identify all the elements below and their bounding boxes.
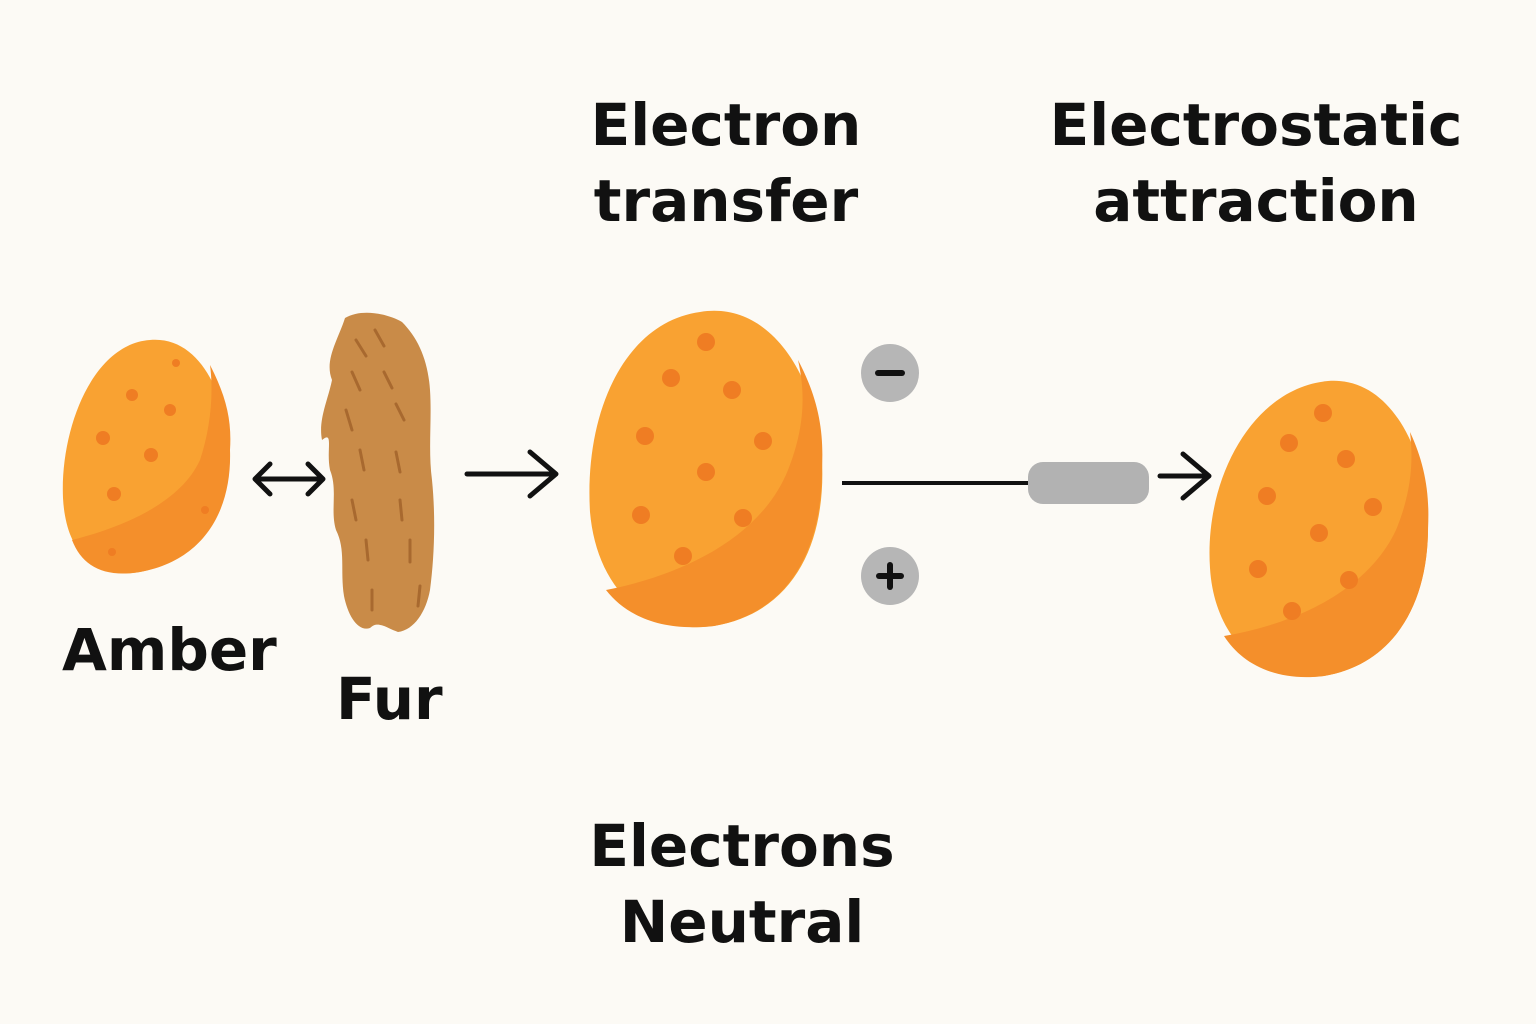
electrostatic-attraction-line-2: attraction <box>1093 167 1419 235</box>
amber-dots <box>96 359 209 556</box>
electrons-neutral-line-2: Neutral <box>619 888 865 956</box>
electrons-neutral-label: Electrons Neutral <box>572 808 912 960</box>
electron-transfer-line-1: Electron <box>590 91 862 159</box>
fur-strands <box>344 328 422 612</box>
negative-charge <box>861 344 919 402</box>
double-arrow <box>252 461 326 497</box>
electron-transfer-label: Electron transfer <box>576 87 876 239</box>
amber-piece-left <box>62 339 231 574</box>
electron-transfer-line-2: transfer <box>593 167 859 235</box>
positive-charge <box>861 547 919 605</box>
fur-piece <box>321 312 435 632</box>
amber-dots <box>632 333 772 565</box>
arrow-right-1 <box>464 449 559 499</box>
amber-piece-right <box>1209 380 1429 678</box>
electrostatic-attraction-line-1: Electrostatic <box>1049 91 1463 159</box>
fur-label: Fur <box>336 665 443 733</box>
arrow-right-2 <box>1157 451 1212 501</box>
electrons-neutral-line-1: Electrons <box>589 812 895 880</box>
amber-dots <box>1249 404 1382 620</box>
charged-rod <box>1028 462 1149 504</box>
amber-label: Amber <box>62 616 277 684</box>
electrostatic-attraction-label: Electrostatic attraction <box>1046 87 1466 239</box>
amber-piece-center <box>589 310 823 628</box>
